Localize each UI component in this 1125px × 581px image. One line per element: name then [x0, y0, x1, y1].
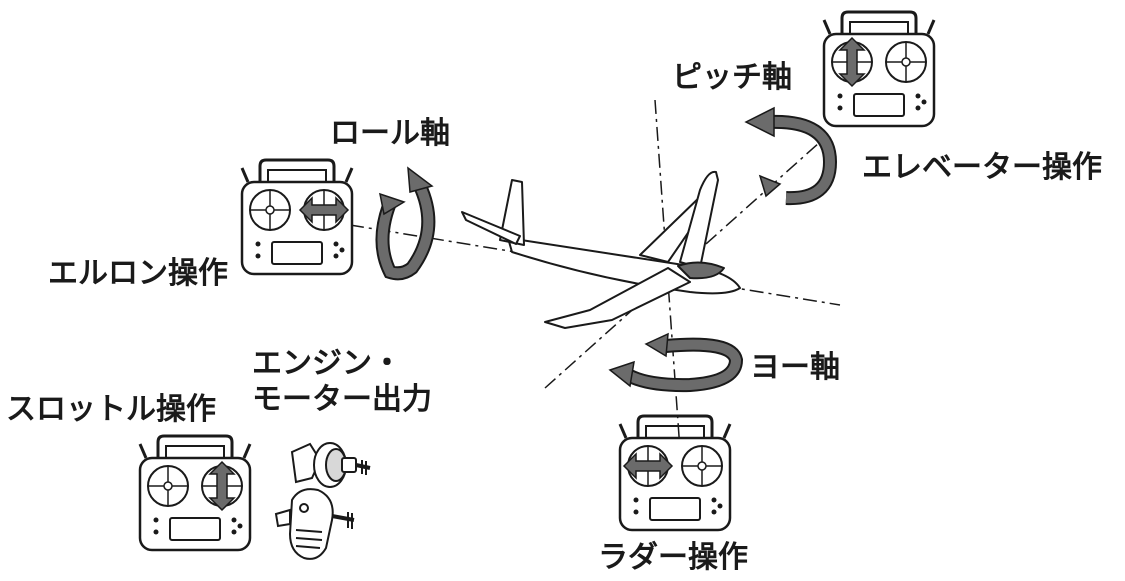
pitch-axis-label: ピッチ軸	[672, 60, 792, 95]
yaw-axis-label: ヨー軸	[750, 350, 840, 385]
pitch-rotation-arrow-icon	[744, 106, 838, 206]
glider-airplane-icon	[461, 170, 741, 329]
elevator-operation-label: エレベーター操作	[862, 150, 1102, 185]
elevator-transmitter-icon	[822, 10, 936, 128]
throttle-operation-label: スロットル操作	[6, 392, 216, 427]
rudder-operation-label: ラダー操作	[598, 540, 748, 575]
rudder-transmitter-icon	[618, 414, 732, 532]
throttle-transmitter-icon	[138, 434, 252, 552]
engine-motor-output-label-line1: エンジン・	[252, 346, 402, 381]
aileron-operation-label: エルロン操作	[48, 256, 228, 291]
yaw-rotation-arrow-icon	[608, 332, 744, 393]
electric-motor-icon	[290, 442, 371, 488]
glow-engine-icon	[274, 488, 355, 560]
roll-axis-label: ロール軸	[330, 116, 450, 151]
aileron-transmitter-icon	[240, 158, 354, 276]
roll-rotation-arrow-icon	[375, 166, 436, 281]
engine-motor-output-label-line2: モーター出力	[252, 382, 432, 417]
